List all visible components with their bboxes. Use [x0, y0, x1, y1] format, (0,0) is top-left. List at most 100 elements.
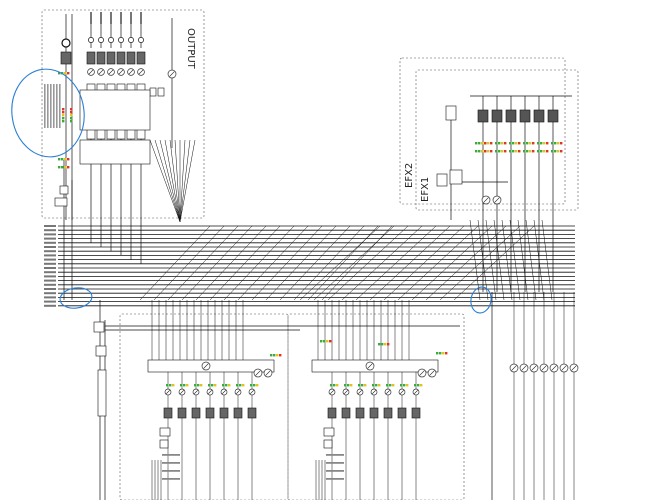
efx-meter-2-seg	[532, 150, 535, 153]
group-out-meter-seg	[276, 354, 279, 357]
channel-meter-seg	[197, 384, 200, 387]
bus-diagonal-wire	[139, 225, 211, 301]
group-out-meter-seg	[273, 354, 276, 357]
efx-meter-2-seg	[557, 150, 560, 153]
efx-meter-seg	[498, 142, 501, 145]
efx-return-box	[477, 109, 489, 123]
channel-send-knob-pointer	[371, 389, 377, 395]
output-diagonal-wire	[149, 139, 181, 223]
efx-meter-2-seg	[543, 150, 546, 153]
output-level-knob-pointer	[88, 69, 94, 75]
output-level-knob-pointer	[128, 69, 134, 75]
output-diagonal-wire	[164, 139, 181, 223]
output-jack-label	[140, 12, 142, 24]
efx-input-meter-2-seg	[478, 150, 481, 153]
channel-fader	[341, 407, 351, 419]
channel-meter-seg	[208, 384, 211, 387]
master-meter-v2-seg	[70, 111, 73, 114]
bus-label-mark	[44, 254, 56, 257]
channel-fader	[191, 407, 201, 419]
channel-meter-seg	[242, 384, 245, 387]
channel-meter-seg	[228, 384, 231, 387]
channel-send-knob-pointer	[235, 389, 241, 395]
output-level-knob-pointer	[108, 69, 114, 75]
channel-send-knob-pointer	[207, 389, 213, 395]
channel-group-right-box	[287, 313, 465, 501]
input-mute-box	[93, 321, 105, 333]
channel-send-knob-pointer	[221, 389, 227, 395]
output-diagonal-wire	[154, 139, 181, 223]
master-meter-v2-seg	[70, 120, 73, 123]
bus-label-mark	[44, 300, 56, 303]
efx-diagonal-wire	[533, 219, 545, 301]
bus-label-mark	[44, 267, 56, 269]
aux-knob-pointer	[551, 365, 557, 371]
channel-meter-seg	[200, 384, 203, 387]
mute-box	[59, 185, 69, 195]
efx-meter-seg	[560, 142, 563, 145]
bus-label-mark	[44, 288, 56, 290]
aux-knob-pointer	[541, 365, 547, 371]
aux-knob-pointer	[531, 365, 537, 371]
master-meter-2-seg	[58, 158, 61, 161]
group-pan-knob-2-pointer	[429, 370, 435, 376]
efx-meter-seg	[554, 142, 557, 145]
channel-meter-seg	[420, 384, 423, 387]
channel-meter-seg	[180, 384, 183, 387]
group-solo-box	[159, 439, 169, 449]
channel-fader	[411, 407, 421, 419]
group-out-meter-2-seg	[378, 343, 381, 346]
bus-diagonal-wire-2	[383, 225, 465, 301]
master-meter-v-seg	[62, 117, 65, 120]
efx-meter-seg	[557, 142, 560, 145]
channel-meter-seg	[256, 384, 259, 387]
group-pan-knob-pointer	[419, 370, 425, 376]
master-meter-seg	[58, 72, 61, 75]
channel-send-knob-pointer	[413, 389, 419, 395]
bus-diagonal-wire-2	[313, 225, 395, 301]
output-level-knob-pointer	[98, 69, 104, 75]
aux-knob-pointer	[511, 365, 517, 371]
efx-input-meter-2-seg	[475, 150, 478, 153]
channel-fader	[383, 407, 393, 419]
efx2-section-label: EFX2	[404, 163, 415, 188]
efx-return-box	[491, 109, 503, 123]
channel-meter-seg	[236, 384, 239, 387]
master-meter-3-seg	[58, 166, 61, 169]
output-jack	[118, 37, 124, 43]
channel-fader	[233, 407, 243, 419]
channel-group-left-box	[119, 313, 289, 501]
efx-meter-2-seg	[554, 150, 557, 153]
output-jack	[108, 37, 114, 43]
bus-diagonal-wire-2	[411, 225, 493, 301]
output-text-column	[59, 84, 61, 128]
aux-knob-pointer	[571, 365, 577, 371]
efx-meter-seg	[512, 142, 515, 145]
monitor-switch	[149, 87, 157, 97]
group-out-meter-3-seg	[436, 352, 439, 355]
annotation-circle-top-left	[11, 68, 85, 158]
channel-fader	[397, 407, 407, 419]
group-out-meter-3-seg	[445, 352, 448, 355]
channel-meter-seg	[239, 384, 242, 387]
bus-diagonal-wire-2	[355, 225, 437, 301]
group-insert-bar	[147, 359, 275, 373]
bus-label-mark	[44, 304, 56, 307]
components	[44, 12, 579, 480]
bus-diagonal-wire-2	[425, 225, 507, 301]
channel-meter-seg	[225, 384, 228, 387]
efx-meter-seg	[523, 142, 526, 145]
output-text-column	[53, 84, 55, 128]
channel-send-knob-pointer	[385, 389, 391, 395]
channel-meter-seg	[392, 384, 395, 387]
bus-label-mark	[44, 275, 56, 278]
channel-meter-seg	[386, 384, 389, 387]
master-meter-v-seg	[62, 111, 65, 114]
efx-meter-seg	[529, 142, 532, 145]
output-level-knob-pointer	[118, 69, 124, 75]
efx-input-meter-seg	[481, 142, 484, 145]
efx-meter-2-seg	[540, 150, 543, 153]
group-solo-box	[323, 439, 333, 449]
efx-meter-2-seg	[515, 150, 518, 153]
